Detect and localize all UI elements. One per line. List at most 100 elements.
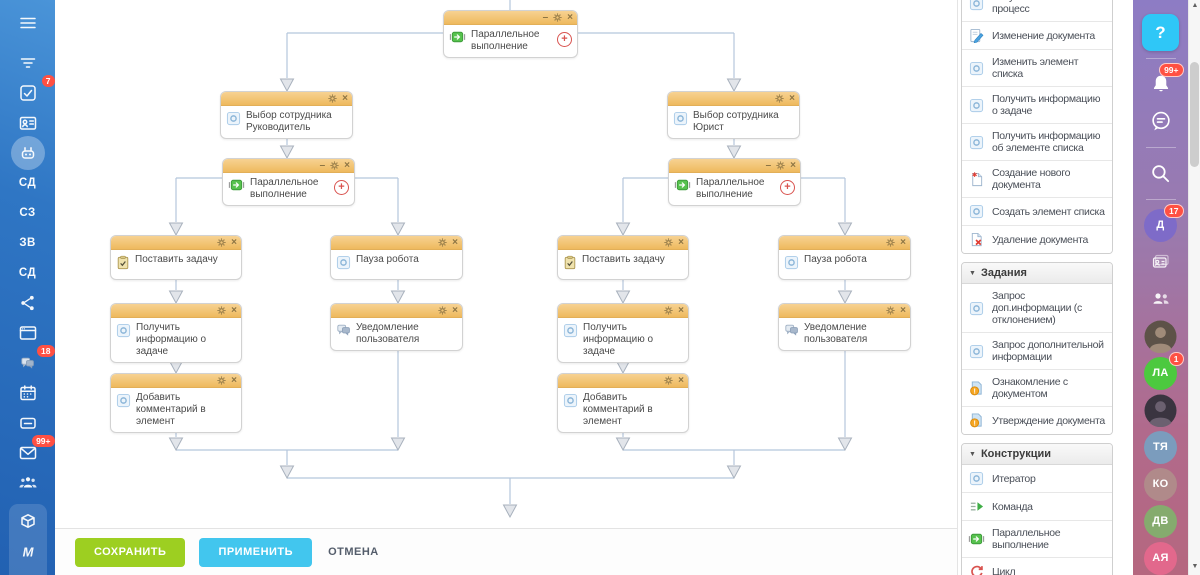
flow-node[interactable]: –×Параллельное выполнение+ bbox=[668, 158, 801, 206]
close-icon[interactable]: × bbox=[678, 374, 684, 386]
activity-item[interactable]: Цикл bbox=[962, 558, 1112, 575]
close-icon[interactable]: × bbox=[231, 236, 237, 248]
activity-item[interactable]: !Ознакомление с документом bbox=[962, 370, 1112, 407]
close-icon[interactable]: × bbox=[900, 236, 906, 248]
close-icon[interactable]: × bbox=[342, 92, 348, 104]
sidebar-item-sz[interactable]: СЗ bbox=[19, 207, 36, 219]
employees-icon[interactable] bbox=[1143, 281, 1179, 317]
cube-icon[interactable] bbox=[9, 509, 47, 535]
avatar-tya[interactable]: ТЯ bbox=[1143, 429, 1179, 465]
scroll-up-arrow[interactable]: ▲ bbox=[1191, 2, 1199, 9]
close-icon[interactable]: × bbox=[452, 236, 458, 248]
contacts-card-icon[interactable] bbox=[1143, 244, 1179, 280]
close-icon[interactable]: × bbox=[231, 374, 237, 386]
activity-item[interactable]: Удаление документа bbox=[962, 226, 1112, 253]
flow-node[interactable]: ×Пауза робота bbox=[778, 235, 911, 280]
settings-gear-icon[interactable] bbox=[776, 161, 785, 170]
activity-item[interactable]: Изменение документа bbox=[962, 22, 1112, 50]
activity-item[interactable]: Получить информацию о задаче bbox=[962, 87, 1112, 124]
close-icon[interactable]: × bbox=[344, 159, 350, 171]
settings-gear-icon[interactable] bbox=[438, 306, 447, 315]
close-icon[interactable]: × bbox=[452, 304, 458, 316]
notifications-bell-icon[interactable]: 99+ bbox=[1143, 63, 1184, 102]
close-icon[interactable]: × bbox=[790, 159, 796, 171]
close-icon[interactable]: × bbox=[678, 304, 684, 316]
activity-item[interactable]: Изменить элемент списка bbox=[962, 50, 1112, 87]
add-branch-button[interactable]: + bbox=[557, 32, 572, 47]
sidebar-item-zv[interactable]: ЗВ bbox=[19, 237, 36, 249]
teams-icon[interactable] bbox=[9, 470, 47, 496]
minimize-icon[interactable]: – bbox=[542, 11, 549, 23]
settings-gear-icon[interactable] bbox=[217, 306, 226, 315]
activity-item[interactable]: Запрос дополнительной информации bbox=[962, 333, 1112, 370]
avatar-dv[interactable]: ДВ bbox=[1143, 503, 1179, 539]
close-icon[interactable]: × bbox=[678, 236, 684, 248]
activity-item[interactable]: ✱Создание нового документа bbox=[962, 161, 1112, 198]
flow-node[interactable]: ×Уведомление пользователя bbox=[330, 303, 463, 351]
share-network-icon[interactable] bbox=[9, 290, 47, 316]
flow-node[interactable]: ×Поставить задачу bbox=[557, 235, 689, 280]
calendar-icon[interactable] bbox=[9, 380, 47, 406]
flow-node[interactable]: ×Добавить комментарий в элемент bbox=[557, 373, 689, 433]
apply-button[interactable]: ПРИМЕНИТЬ bbox=[199, 537, 313, 567]
activity-item[interactable]: Получить информацию об элементе списка bbox=[962, 124, 1112, 161]
activity-item[interactable]: Запрос доп.информации (с отклонением) bbox=[962, 284, 1112, 333]
messenger-chat-icon[interactable] bbox=[1143, 103, 1179, 139]
tasks-icon[interactable]: 7 bbox=[9, 75, 55, 106]
flow-node[interactable]: ×Выбор сотрудника Руководитель bbox=[220, 91, 353, 139]
activity-item[interactable]: Создать элемент списка bbox=[962, 198, 1112, 226]
flow-node[interactable]: ×Поставить задачу bbox=[110, 235, 242, 280]
search-icon[interactable] bbox=[1143, 155, 1179, 191]
settings-gear-icon[interactable] bbox=[664, 238, 673, 247]
flow-node[interactable]: ×Пауза робота bbox=[330, 235, 463, 280]
close-icon[interactable]: × bbox=[567, 11, 573, 23]
close-icon[interactable]: × bbox=[900, 304, 906, 316]
live-feed-icon[interactable] bbox=[9, 50, 47, 76]
activity-item[interactable]: Запустить бизнес-процесс bbox=[962, 0, 1112, 22]
flow-node[interactable]: ×Уведомление пользователя bbox=[778, 303, 911, 351]
add-branch-button[interactable]: + bbox=[780, 180, 795, 195]
workflow-canvas[interactable]: –×Параллельное выполнение+ ×Выбор сотрудн… bbox=[55, 0, 958, 575]
settings-gear-icon[interactable] bbox=[553, 13, 562, 22]
flow-node[interactable]: –×Параллельное выполнение+ bbox=[443, 10, 578, 58]
minimize-icon[interactable]: – bbox=[319, 159, 326, 171]
developer-code-icon[interactable]: </> bbox=[9, 569, 47, 575]
mail-icon[interactable]: 99+ bbox=[9, 435, 55, 466]
settings-gear-icon[interactable] bbox=[664, 376, 673, 385]
settings-gear-icon[interactable] bbox=[330, 161, 339, 170]
add-branch-button[interactable]: + bbox=[334, 180, 349, 195]
cancel-link[interactable]: ОТМЕНА bbox=[328, 546, 379, 558]
automation-robot-icon[interactable] bbox=[9, 136, 47, 170]
settings-gear-icon[interactable] bbox=[886, 306, 895, 315]
sites-icon[interactable] bbox=[9, 320, 47, 346]
settings-gear-icon[interactable] bbox=[438, 238, 447, 247]
settings-gear-icon[interactable] bbox=[217, 376, 226, 385]
avatar-ko[interactable]: КО bbox=[1143, 466, 1179, 502]
avatar-photo-1[interactable] bbox=[1143, 318, 1179, 354]
market-m-icon[interactable]: M bbox=[9, 539, 47, 565]
scrollbar-thumb[interactable] bbox=[1190, 62, 1199, 167]
settings-gear-icon[interactable] bbox=[328, 94, 337, 103]
flow-node[interactable]: ×Выбор сотрудника Юрист bbox=[667, 91, 800, 139]
sidebar-item-sd-2[interactable]: СД bbox=[18, 267, 37, 279]
menu-icon[interactable] bbox=[9, 10, 47, 36]
crm-icon[interactable] bbox=[9, 110, 47, 136]
close-icon[interactable]: × bbox=[789, 92, 795, 104]
drive-icon[interactable] bbox=[9, 410, 47, 436]
settings-gear-icon[interactable] bbox=[775, 94, 784, 103]
page-scrollbar[interactable]: ▲ ▼ bbox=[1188, 0, 1200, 575]
settings-gear-icon[interactable] bbox=[217, 238, 226, 247]
scroll-down-arrow[interactable]: ▼ bbox=[1191, 563, 1199, 570]
chat-icon[interactable]: 18 bbox=[9, 345, 55, 376]
settings-gear-icon[interactable] bbox=[886, 238, 895, 247]
avatar-aya[interactable]: АЯ bbox=[1143, 540, 1179, 575]
help-button[interactable]: ? bbox=[1142, 14, 1179, 51]
section-header[interactable]: ▼Задания bbox=[962, 263, 1112, 284]
close-icon[interactable]: × bbox=[231, 304, 237, 316]
save-button[interactable]: СОХРАНИТЬ bbox=[75, 537, 186, 567]
activity-item[interactable]: Параллельное выполнение bbox=[962, 521, 1112, 558]
activity-item[interactable]: !Утверждение документа bbox=[962, 407, 1112, 434]
section-header[interactable]: ▼Конструкции bbox=[962, 444, 1112, 465]
flow-node[interactable]: ×Получить информацию о задаче bbox=[110, 303, 242, 363]
